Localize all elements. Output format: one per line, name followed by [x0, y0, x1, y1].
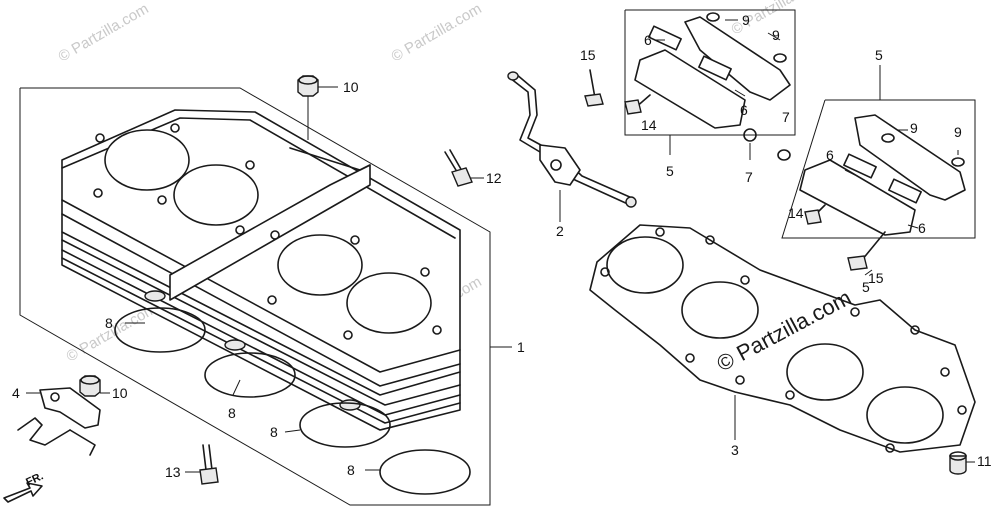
- spigot-2: [224, 339, 246, 351]
- o-ring-4: [379, 449, 471, 495]
- reed-group-upper: [584, 9, 796, 160]
- clip-assembly: [17, 375, 110, 456]
- o-ring-3: [299, 402, 391, 448]
- bore-2: [173, 164, 259, 226]
- cylinder-block: [19, 87, 491, 506]
- bore-1: [104, 129, 190, 191]
- callouts: 1 2 3 4 5 5 5 6 6 6 6 7 7 8 8 8 8 9 9 9 …: [12, 12, 992, 480]
- oil-pipe: [507, 71, 637, 222]
- o-rings: [114, 307, 471, 495]
- bore-4: [346, 272, 432, 334]
- callout-14b: 14: [788, 205, 804, 221]
- callout-2: 2: [556, 223, 564, 239]
- stud-holes: [93, 123, 442, 340]
- callout-7b: 7: [782, 109, 790, 125]
- spigot-1: [144, 290, 166, 302]
- dowel-11: [949, 451, 975, 475]
- callout-8b: 8: [228, 405, 236, 421]
- nut-top: [297, 75, 338, 97]
- o-ring-2: [204, 352, 296, 398]
- callout-4: 4: [12, 385, 20, 401]
- leaders-left: [125, 96, 512, 471]
- callout-7a: 7: [745, 169, 753, 185]
- callout-5a: 5: [666, 163, 674, 179]
- spigot-3: [339, 399, 361, 411]
- bolt-13: [185, 444, 219, 485]
- callout-8a: 8: [105, 315, 113, 331]
- head-gasket: [589, 224, 976, 453]
- callout-13: 13: [165, 464, 181, 480]
- bolt-12: [444, 149, 484, 187]
- callout-9b: 9: [772, 27, 780, 43]
- callout-9a: 9: [742, 12, 750, 28]
- cam-tunnel: [169, 164, 371, 301]
- callout-9c: 9: [910, 120, 918, 136]
- front-arrow: FR.: [3, 470, 45, 503]
- callout-8c: 8: [270, 424, 278, 440]
- callout-11: 11: [977, 453, 992, 469]
- callout-14a: 14: [641, 117, 657, 133]
- callout-1: 1: [517, 339, 525, 355]
- callout-12: 12: [486, 170, 502, 186]
- callout-6c: 6: [826, 147, 834, 163]
- watermark-faint-2: © Partzilla.com: [389, 0, 485, 65]
- watermark-faint-1: © Partzilla.com: [56, 0, 152, 65]
- callout-15a: 15: [580, 47, 596, 63]
- callout-3: 3: [731, 442, 739, 458]
- callout-10b: 10: [112, 385, 128, 401]
- callout-15b: 15: [868, 270, 884, 286]
- callout-10a: 10: [343, 79, 359, 95]
- watermark-faint-3: © Partzilla.com: [64, 300, 160, 365]
- reed-group-lower: [777, 65, 976, 276]
- bore-3: [277, 234, 363, 296]
- callout-8d: 8: [347, 462, 355, 478]
- callout-9d: 9: [954, 124, 962, 140]
- callout-6a: 6: [644, 32, 652, 48]
- cylinder-frame: [19, 87, 491, 506]
- callout-6b: 6: [740, 102, 748, 118]
- callout-6d: 6: [918, 220, 926, 236]
- callout-5b: 5: [875, 47, 883, 63]
- o-ring-1: [114, 307, 206, 353]
- callout-5c: 5: [862, 279, 870, 295]
